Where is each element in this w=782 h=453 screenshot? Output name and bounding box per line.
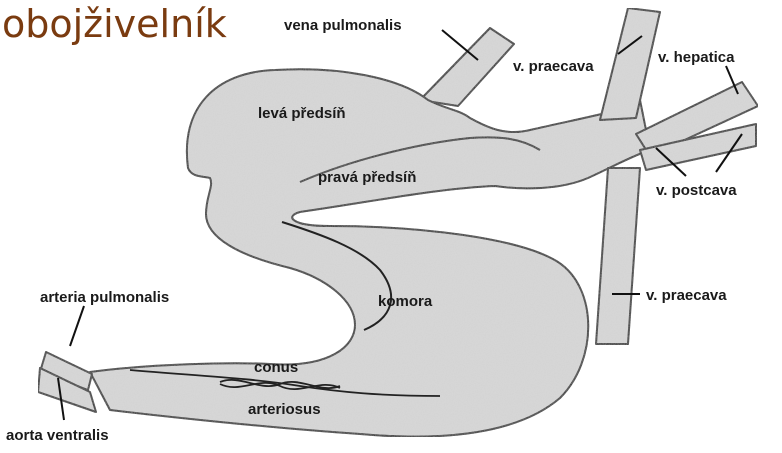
label-conus: conus <box>254 359 298 376</box>
vena-pulmonalis-vessel <box>420 28 514 106</box>
pointer-arteria-pulmonalis <box>70 306 84 346</box>
label-arteriosus: arteriosus <box>248 401 321 418</box>
label-v-postcava: v. postcava <box>656 182 737 199</box>
atria-ventricle-outline <box>90 69 650 436</box>
label-komora: komora <box>378 293 433 310</box>
label-prava-predsin: pravá předsíň <box>318 169 416 186</box>
heart-body <box>38 8 758 437</box>
label-v-praecava-bottom: v. praecava <box>646 287 727 304</box>
label-vena-pulmonalis: vena pulmonalis <box>284 17 402 34</box>
label-v-praecava-top: v. praecava <box>513 58 594 75</box>
label-leva-predsin: levá předsíň <box>258 105 346 122</box>
v-praecava-top-vessel <box>600 8 660 120</box>
label-v-hepatica: v. hepatica <box>658 49 735 66</box>
label-arteria-pulmonalis: arteria pulmonalis <box>40 289 169 306</box>
v-praecava-bottom-vessel <box>596 168 640 344</box>
label-aorta-ventralis: aorta ventralis <box>6 427 109 444</box>
